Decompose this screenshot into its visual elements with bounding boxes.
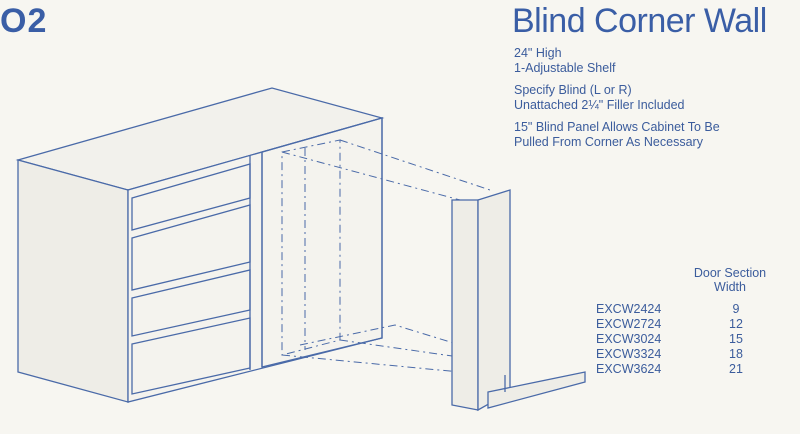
cabinet-drawing: [15, 87, 586, 412]
model-code: EXCW3324: [596, 347, 662, 361]
model-code: EXCW2724: [596, 317, 662, 331]
spec-group-blind: Specify Blind (L or R) Unattached 2¼" Fi…: [514, 83, 794, 113]
model-table: EXCW2424 9 EXCW2724 12 EXCW3024 15 EXCW3…: [596, 302, 786, 377]
spec-group-size: 24" High 1-Adjustable Shelf: [514, 46, 794, 76]
table-row: EXCW3624 21: [596, 362, 786, 377]
door-width: 15: [729, 332, 743, 346]
spec-panel-line2: Pulled From Corner As Necessary: [514, 135, 703, 149]
spec-height: 24" High: [514, 46, 562, 60]
door-width: 9: [732, 302, 740, 316]
table-row: EXCW3024 15: [596, 332, 786, 347]
table-header: Door Section Width: [690, 266, 770, 294]
door-width: 21: [729, 362, 743, 376]
door-width: 18: [729, 347, 743, 361]
door-panel-lower: [131, 317, 251, 395]
spec-filler: Unattached 2¼" Filler Included: [514, 98, 685, 112]
door-panel-upper: [131, 163, 251, 231]
header-width: Width: [714, 280, 746, 294]
door-panel-3: [131, 269, 251, 337]
table-row: EXCW2724 12: [596, 317, 786, 332]
table-row: EXCW3324 18: [596, 347, 786, 362]
spec-group-panel: 15" Blind Panel Allows Cabinet To Be Pul…: [514, 120, 794, 150]
spec-blind: Specify Blind (L or R): [514, 83, 632, 97]
corner-filler-front: [451, 199, 479, 411]
header-door-section: Door Section: [693, 266, 767, 280]
page-title: Blind Corner Wall: [512, 2, 767, 40]
door-width: 12: [729, 317, 743, 331]
cabinet-left-side: [17, 159, 129, 403]
spec-shelf: 1-Adjustable Shelf: [514, 61, 616, 75]
spec-list: 24" High 1-Adjustable Shelf Specify Blin…: [514, 46, 794, 157]
blind-panel: [261, 117, 383, 368]
door-panel-2: [131, 204, 251, 291]
spec-panel-line1: 15" Blind Panel Allows Cabinet To Be: [514, 120, 720, 134]
model-code: EXCW2424: [596, 302, 662, 316]
model-code: EXCW3024: [596, 332, 662, 346]
table-row: EXCW2424 9: [596, 302, 786, 317]
corner-wall-base: [487, 371, 586, 409]
page-number: O2: [0, 2, 48, 40]
model-code: EXCW3624: [596, 362, 662, 376]
